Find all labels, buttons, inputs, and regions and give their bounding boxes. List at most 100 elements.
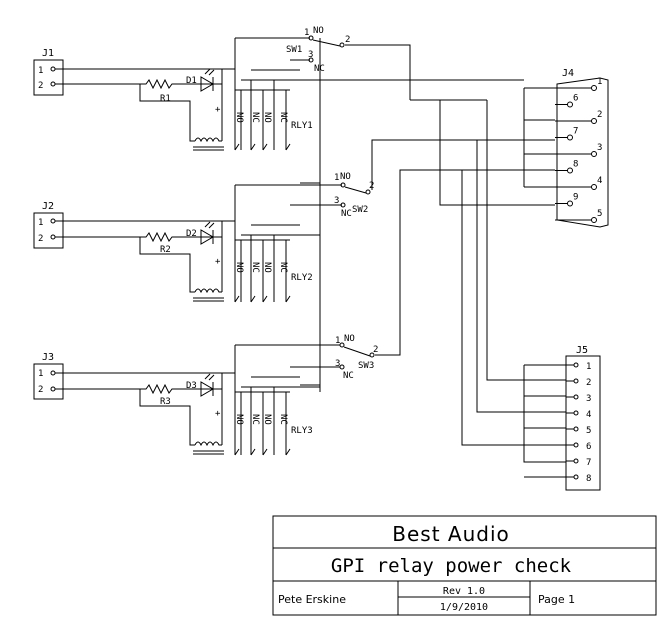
channel-3: J3 1 2 R3 D3 + NO NC NO NC RLY3 NO 1 3 N… <box>33 169 555 456</box>
svg-text:NO: NO <box>262 262 272 273</box>
connector-j2 <box>33 212 64 249</box>
author-name: Pete Erskine <box>278 593 346 606</box>
j5-pin-8 <box>573 474 579 480</box>
j5-pin-3 <box>573 394 579 400</box>
diode-d3-label: D3 <box>186 381 197 391</box>
revision: Rev 1.0 <box>443 586 485 597</box>
svg-text:1: 1 <box>38 218 43 228</box>
j4-pin-label: 8 <box>573 160 578 170</box>
relay-rly2-label: RLY2 <box>291 273 313 283</box>
j4-pin-label: 5 <box>597 209 602 219</box>
switch-sw1-label: SW1 <box>286 45 302 55</box>
j5-pin-label: 6 <box>586 442 591 452</box>
svg-text:2: 2 <box>38 385 43 395</box>
svg-text:NC: NC <box>250 262 260 273</box>
relay-coil-2 <box>194 288 222 294</box>
svg-text:NC: NC <box>278 414 288 425</box>
connector-j4-label: J4 <box>562 68 574 79</box>
svg-text:+: + <box>215 257 221 267</box>
j4-pin-7 <box>567 134 573 141</box>
svg-text:3: 3 <box>308 50 313 60</box>
j5-pin-5 <box>573 426 579 432</box>
title-block: Best Audio GPI relay power check Pete Er… <box>272 515 657 616</box>
diode-d2 <box>200 229 214 245</box>
relay-rly3-label: RLY3 <box>291 426 313 436</box>
resistor-r3-label: R3 <box>160 397 171 407</box>
svg-text:NO: NO <box>340 172 351 182</box>
j5-pin-1 <box>573 362 579 368</box>
j5-pin-7 <box>573 458 579 464</box>
j4-pin-4 <box>591 184 597 190</box>
j4-pin-2 <box>591 118 597 124</box>
j4-pin-label: 2 <box>597 110 602 120</box>
channel-1: J1 1 2 R1 D1 + NO NC NO NC RLY1 NO 1 SW1… <box>33 26 411 151</box>
resistor-r2-label: R2 <box>160 245 171 255</box>
svg-text:1: 1 <box>38 369 43 379</box>
connector-j1-label: J1 <box>42 48 54 59</box>
svg-text:NO: NO <box>234 414 244 425</box>
connector-j3-label: J3 <box>42 352 54 363</box>
j5-pin-label: 4 <box>586 410 591 420</box>
j4-pin-label: 9 <box>573 193 578 203</box>
company-name: Best Audio <box>392 522 510 546</box>
svg-text:NO: NO <box>313 26 324 36</box>
svg-text:3: 3 <box>335 359 340 369</box>
channel-2: J2 1 2 R2 D2 + NO NC NO NC RLY2 NO 1 3 N… <box>33 139 410 303</box>
diode-d1 <box>200 76 214 92</box>
j5-pin-label: 5 <box>586 426 591 436</box>
j1-pin1: 1 <box>38 66 43 76</box>
j4-pin-label: 1 <box>597 77 602 87</box>
svg-text:NO: NO <box>262 112 272 123</box>
j4-pin-3 <box>591 151 597 157</box>
connector-j1 <box>33 59 64 96</box>
switch-sw2 <box>235 139 410 206</box>
j5-pin-6 <box>573 442 579 448</box>
svg-text:2: 2 <box>369 181 374 191</box>
j5-pin-2 <box>573 378 579 384</box>
j4-pin-8 <box>567 167 573 174</box>
j5-pin-4 <box>573 410 579 416</box>
no-label: NO <box>234 112 244 123</box>
j5-pin-label: 7 <box>586 458 591 468</box>
page-number: Page 1 <box>538 593 575 606</box>
j4-pin-6 <box>567 101 573 108</box>
svg-text:NC: NC <box>343 371 354 381</box>
relay-rly1-label: RLY1 <box>291 121 313 131</box>
drawing-title: GPI relay power check <box>331 555 572 577</box>
relay-coil-1 <box>194 137 222 143</box>
j4-pin-label: 6 <box>573 94 578 104</box>
svg-text:1: 1 <box>335 336 340 346</box>
svg-text:NC: NC <box>278 262 288 273</box>
j5-pin-label: 3 <box>586 394 591 404</box>
diode-d1-label: D1 <box>186 76 197 86</box>
svg-text:1: 1 <box>334 173 339 183</box>
j4-pin-label: 4 <box>597 176 602 186</box>
switch-sw2-label: SW2 <box>352 205 368 215</box>
resistor-r3 <box>140 383 222 395</box>
svg-text:NC: NC <box>341 209 352 219</box>
svg-text:NC: NC <box>278 112 288 123</box>
diode-d3 <box>200 381 214 397</box>
j4-pin-label: 3 <box>597 143 602 153</box>
diode-d2-label: D2 <box>186 229 197 239</box>
resistor-r1-label: R1 <box>160 94 171 104</box>
connector-j3 <box>33 363 64 400</box>
resistor-r2 <box>140 231 222 243</box>
relay-coil-3 <box>194 441 222 447</box>
date: 1/9/2010 <box>440 602 488 613</box>
plus-label: + <box>215 105 221 115</box>
resistor-r1 <box>140 78 222 90</box>
switch-sw3-label: SW3 <box>358 361 374 371</box>
svg-text:+: + <box>215 409 221 419</box>
j4-pin-1 <box>591 85 597 91</box>
svg-text:3: 3 <box>334 196 339 206</box>
svg-text:NO: NO <box>344 334 355 344</box>
j5-pin-label: 2 <box>586 378 591 388</box>
j5-pin-label: 1 <box>586 362 591 372</box>
svg-text:2: 2 <box>38 234 43 244</box>
svg-text:NC: NC <box>250 112 260 123</box>
